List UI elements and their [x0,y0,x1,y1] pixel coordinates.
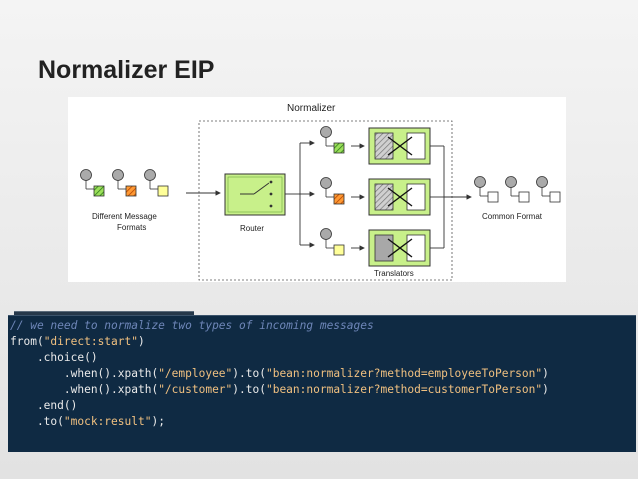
code-string: "bean:normalizer?method=customerToPerson… [265,383,543,396]
code-string: "/employee" [158,367,233,380]
router-box [224,173,286,216]
code-token: .to( [10,415,64,428]
translator-2 [368,178,431,216]
code-line-6: .end() [8,398,636,414]
branch-message-green [320,126,345,154]
code-string: "/customer" [158,383,233,396]
normalizer-boundary [198,120,453,281]
code-line-4: .when().xpath("/employee").to("bean:norm… [8,366,636,382]
branch-message-yellow [320,228,345,256]
left-label-line1: Different Message [92,212,157,221]
right-message-3 [536,176,561,203]
code-string: "direct:start" [43,335,138,348]
code-token: from( [10,335,44,348]
code-token: .when().xpath( [10,383,159,396]
right-message-1 [474,176,499,203]
right-message-2 [505,176,530,203]
left-label-line2: Formats [117,223,146,232]
normalizer-label: Normalizer [287,103,336,114]
code-string: "mock:result" [63,415,152,428]
code-string: "bean:normalizer?method=employeeToPerson… [265,367,543,380]
code-line-3: .choice() [8,350,636,366]
code-token: ) [542,367,549,380]
code-token: ).to( [232,383,266,396]
code-line-1: // we need to normalize two types of inc… [8,318,636,334]
code-comment: // we need to normalize two types of inc… [10,319,374,332]
code-line-7: .to("mock:result"); [8,414,636,430]
normalizer-diagram: Normalizer Different Message Formats Rou… [68,97,566,282]
code-editor-tab [14,311,194,318]
translator-1 [368,127,431,165]
code-token: .when().xpath( [10,367,159,380]
branch-message-orange [320,177,345,205]
router-label: Router [240,224,264,233]
slide-title: Normalizer EIP [38,56,215,84]
left-message-yellow [144,169,169,197]
translators-label: Translators [374,269,414,278]
left-message-green [80,169,105,197]
code-token: ); [151,415,165,428]
left-message-orange [112,169,137,197]
right-label: Common Format [482,212,543,221]
code-editor: // we need to normalize two types of inc… [8,315,636,452]
code-token: ) [137,335,145,348]
code-token: .choice() [10,351,98,364]
code-line-5: .when().xpath("/customer").to("bean:norm… [8,382,636,398]
code-line-2: from("direct:start") [8,334,636,350]
translator-3 [368,229,431,267]
code-token: .end() [10,399,78,412]
code-token: ) [542,383,549,396]
code-token: ).to( [232,367,266,380]
